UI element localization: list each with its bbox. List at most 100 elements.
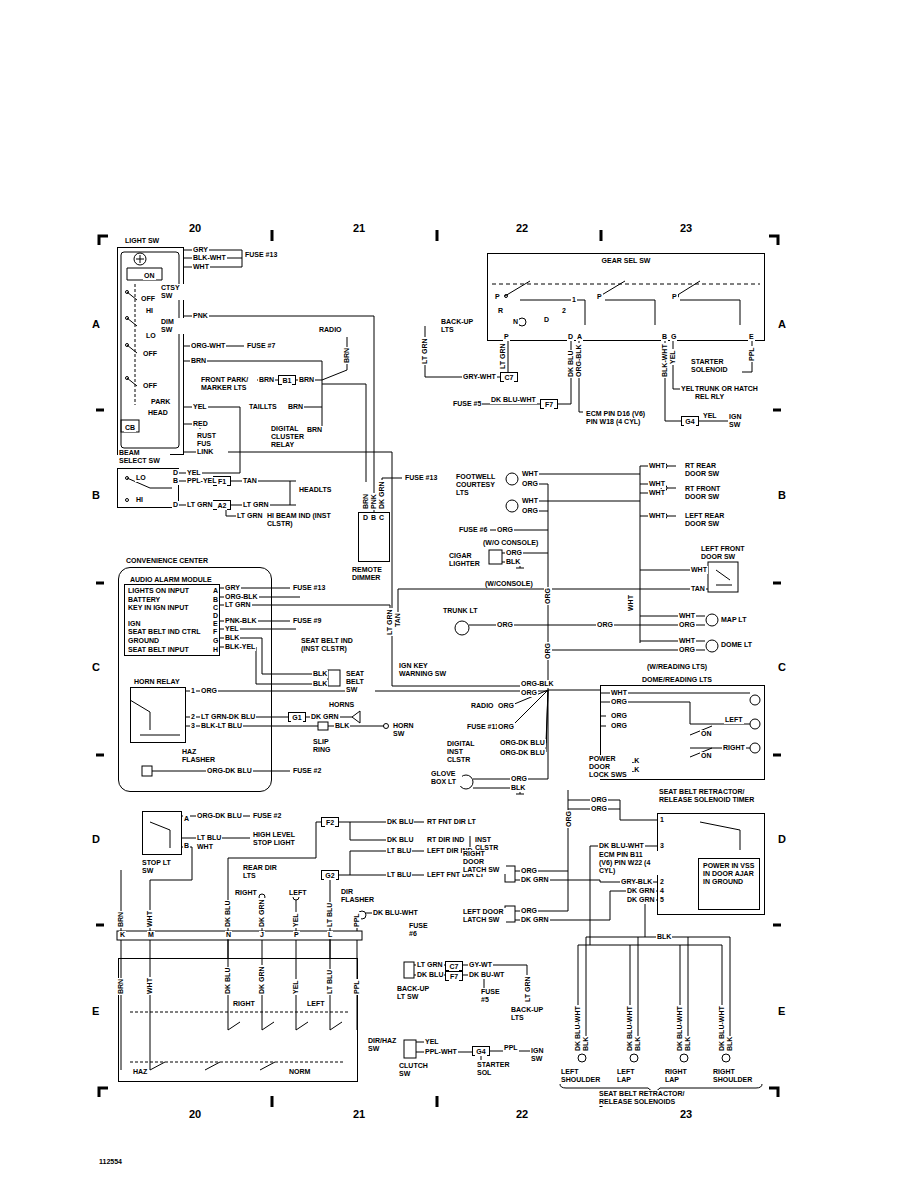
wire-label: N — [225, 931, 232, 939]
wire-label: RT FNT DIR LT — [426, 818, 477, 826]
wire-color-label: DK GRN — [258, 898, 266, 928]
wire-label: ORG-DK BLU — [196, 812, 243, 820]
wire-label: K — [119, 931, 126, 939]
wire-label: LEFT FRONT DOOR SW — [700, 545, 752, 561]
wire-label: TAN — [242, 477, 258, 485]
wire-label: RIGHT SHOULDER — [712, 1068, 762, 1084]
connector-box: C7 — [445, 961, 463, 971]
wire-label: ON — [143, 272, 156, 280]
wire-color-label: YEL — [292, 912, 300, 928]
wire-label: OFF — [142, 350, 158, 358]
grid-reference: E — [777, 1005, 786, 1017]
wire-color-label: DK BLU — [567, 350, 575, 378]
wire-color-label: PPL — [748, 346, 756, 362]
wire-label: BLK — [224, 634, 240, 642]
wire-label: WHT — [610, 689, 628, 697]
wire-label: TAILLTS — [248, 403, 278, 411]
wire-label: LT GRN-DK BLU — [200, 713, 256, 721]
wire-label: P — [596, 293, 603, 301]
wire-label: E — [748, 333, 755, 341]
wire-color-label: LT BLU — [326, 969, 334, 995]
wire-label: LEFT REAR DOOR SW — [684, 512, 728, 528]
wire-label: BRN — [258, 376, 275, 384]
wire-label: LT BLU — [196, 834, 222, 842]
convenience-wiring — [318, 722, 328, 730]
wire-label: WHT — [521, 497, 539, 505]
grid-reference: 22 — [515, 1108, 529, 1120]
stop-and-turn-wiring — [150, 1062, 275, 1070]
courtesy-lamp-wiring — [716, 570, 732, 585]
connector-id: C7 — [504, 374, 515, 382]
wire-label: GRY-BLK — [620, 878, 653, 886]
wire-color-label: WHT — [627, 594, 635, 612]
wire-color-label: DK GRN — [378, 480, 386, 510]
wire — [127, 478, 172, 488]
wire-label: ORG — [520, 867, 538, 875]
wire-label: ORG-BLK — [224, 593, 259, 601]
wire-label: CTSY SW — [160, 284, 184, 300]
frame-marks — [96, 230, 781, 1107]
wire-label: DIGITAL INST CLSTR — [446, 740, 488, 764]
wire-label: WHT — [678, 612, 696, 620]
wire-label: LO — [135, 474, 147, 482]
wire-label: HI — [135, 496, 144, 504]
frame-marks — [99, 1088, 108, 1097]
wire-label: B — [212, 596, 219, 604]
wire-label: ORG — [596, 621, 614, 629]
wire-label: GROUND — [127, 637, 160, 645]
wire-label: H — [212, 646, 219, 654]
grid-reference: D — [777, 833, 787, 845]
connector-id: G4 — [684, 418, 695, 426]
wire-label: ORG — [505, 549, 523, 557]
wire-label: CB — [124, 424, 136, 432]
wire-label: FUSE #9 — [292, 617, 322, 625]
wire-label: ON — [700, 752, 713, 760]
wire-label: KEY IN IGN INPUT — [127, 604, 190, 612]
courtesy-lamp-wiring — [398, 570, 708, 628]
seat-belt-wiring — [590, 846, 657, 945]
wire-label: 2 — [659, 878, 665, 886]
convenience-wiring — [328, 670, 340, 686]
wire-label: 3 — [190, 722, 196, 730]
wire-label: CIGAR LIGHTER — [448, 552, 488, 568]
wire-label: LO — [145, 332, 157, 340]
wire-label: DK BLU-WHT — [598, 842, 645, 850]
wire-label: ORG — [610, 698, 628, 706]
connector-box: F2 — [321, 817, 339, 827]
backup-clutch-wiring — [404, 962, 414, 978]
wire-color-label: YEL — [669, 349, 677, 365]
wire-label: RED — [192, 420, 209, 428]
wire-label: DK GRN — [520, 876, 550, 884]
wire-color-label: BLK — [582, 1036, 590, 1052]
light-switch-symbol — [126, 291, 129, 294]
wire-label: LEFT LAP — [616, 1068, 644, 1084]
wire — [126, 250, 549, 686]
gear-selector-symbol — [492, 284, 760, 285]
light-switch-symbol — [136, 255, 144, 263]
wire-label: YEL — [702, 412, 718, 420]
seat-belt-wiring — [700, 822, 740, 850]
wire-label: B — [661, 333, 668, 341]
seat-belt-wiring — [505, 866, 515, 882]
wire-label: FUSE #6 — [458, 526, 488, 534]
component-box: POWER IN VSS IN DOOR AJAR IN GROUNDSEAT … — [657, 813, 765, 915]
wire-color-label: WHT — [146, 910, 154, 928]
seat-belt-wiring — [645, 900, 657, 937]
light-switch-symbol — [121, 252, 179, 448]
wire-label: WHT — [648, 512, 666, 520]
wire-label: DIR FLASHER — [340, 888, 374, 904]
courtesy-lamp-wiring — [506, 473, 518, 485]
wire-label: WHT — [192, 263, 210, 271]
connector-id: F1 — [217, 478, 227, 486]
wire-label: G — [212, 637, 219, 645]
convenience-wiring — [142, 766, 152, 776]
wire-color-label: LT GRN — [524, 975, 532, 1003]
wire-label: BATTERY — [127, 596, 161, 604]
wire-label: CLUTCH SW — [398, 1062, 430, 1078]
wire-label: FUSE #5 — [480, 988, 504, 1004]
wire-color-label: LT GRN — [421, 337, 429, 365]
wire-color-label: ORG-BLK — [575, 343, 583, 378]
wire-label: L — [327, 931, 333, 939]
courtesy-lamp-wiring — [506, 500, 518, 512]
wire-label: A — [212, 587, 219, 595]
